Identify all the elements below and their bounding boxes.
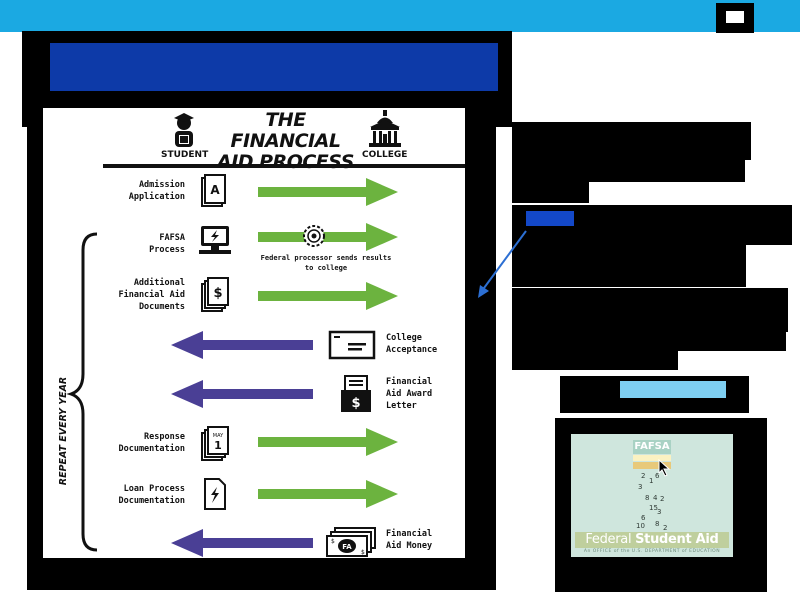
arrow-to-student — [171, 331, 313, 359]
federal-processor-note: Federal processor sends results to colle… — [260, 254, 392, 272]
highlight-tag — [526, 211, 574, 226]
svg-text:A: A — [210, 183, 220, 197]
video-number: 4 — [653, 494, 658, 502]
row-label-fafsa: FAFSA Process — [149, 233, 185, 255]
top-bar-box — [716, 3, 754, 33]
top-bar — [0, 0, 800, 33]
video-number: 2 — [641, 472, 646, 480]
video-number: 2 — [663, 524, 668, 532]
arrow-to-college — [258, 282, 398, 310]
svg-text:$: $ — [361, 549, 365, 556]
slide-title-bar — [50, 43, 498, 91]
arrow-to-student — [171, 380, 313, 408]
text-block-8 — [512, 350, 678, 370]
computer-icon — [199, 226, 231, 254]
video-number: 3 — [657, 508, 662, 516]
pointer-arrow — [478, 230, 527, 298]
video-number: 8 — [645, 494, 650, 502]
college-label: COLLEGE — [362, 150, 408, 160]
video-number: 8 — [655, 520, 660, 528]
text-block-7 — [512, 331, 786, 351]
fafsa-badge: FAFSA — [633, 440, 671, 454]
arrow-to-college — [258, 223, 398, 251]
text-block-1 — [512, 122, 751, 160]
gear-icon — [303, 225, 325, 247]
student-label: STUDENT — [161, 150, 209, 160]
money-documents-icon: $ — [201, 277, 229, 312]
video-link[interactable] — [620, 381, 726, 398]
row-label-loan-documentation: Loan Process Documentation — [118, 484, 185, 506]
row-label-response-documentation: Response Documentation — [118, 432, 185, 454]
row-label-additional-documents: Additional Financial Aid Documents — [118, 278, 185, 312]
text-block-6 — [512, 288, 788, 332]
student-icon — [174, 113, 194, 147]
text-block-5 — [512, 244, 746, 287]
svg-text:FA: FA — [342, 543, 352, 551]
video-number: 1 — [649, 477, 654, 485]
college-icon — [369, 110, 401, 147]
calendar-document-icon: MAY 1 — [201, 426, 229, 461]
video-thumbnail[interactable]: FAFSA 2 1 6 3 8 4 2 15 3 6 8 10 2 Federa… — [571, 434, 733, 557]
svg-text:$: $ — [331, 538, 335, 545]
financial-aid-infographic: STUDENT THE FINANCIAL AID PROCESS COLLEG… — [43, 108, 465, 558]
envelope-icon — [328, 330, 376, 360]
row-label-admission: Admission Application — [128, 180, 185, 202]
application-document-icon: A — [201, 174, 226, 207]
video-number: 6 — [641, 514, 646, 522]
repeat-bracket — [66, 232, 98, 552]
arrow-to-student — [171, 529, 313, 557]
text-block-2 — [512, 158, 745, 182]
brand-subtitle: An OFFICE of the U.S. DEPARTMENT of EDUC… — [583, 549, 721, 554]
svg-text:1: 1 — [214, 439, 222, 452]
cursor-icon — [658, 459, 671, 477]
repeat-every-year-label: REPEAT EVERY YEAR — [58, 376, 69, 486]
video-number: 6 — [655, 472, 660, 480]
row-label-aid-money: Financial Aid Money — [386, 529, 433, 551]
row-label-college-acceptance: College Acceptance — [386, 333, 438, 355]
row-label-award-letter: Financial Aid Award Letter — [386, 377, 433, 411]
video-number: 2 — [660, 495, 665, 503]
cash-icon: FA $ $ — [326, 527, 376, 557]
svg-text:$: $ — [351, 396, 360, 411]
video-number: 10 — [636, 522, 645, 530]
video-number: 15 — [649, 504, 658, 512]
text-block-3 — [512, 181, 589, 203]
video-number: 3 — [638, 483, 643, 491]
svg-text:MAY: MAY — [213, 433, 224, 439]
federal-student-aid-logo: Federal Student Aid — [575, 532, 729, 548]
signed-document-icon — [204, 478, 226, 510]
arrow-to-college — [258, 178, 398, 206]
arrow-to-college — [258, 428, 398, 456]
award-letter-icon: $ — [341, 375, 371, 412]
header-divider — [103, 164, 465, 168]
arrow-to-college — [258, 480, 398, 508]
svg-text:$: $ — [213, 286, 222, 301]
